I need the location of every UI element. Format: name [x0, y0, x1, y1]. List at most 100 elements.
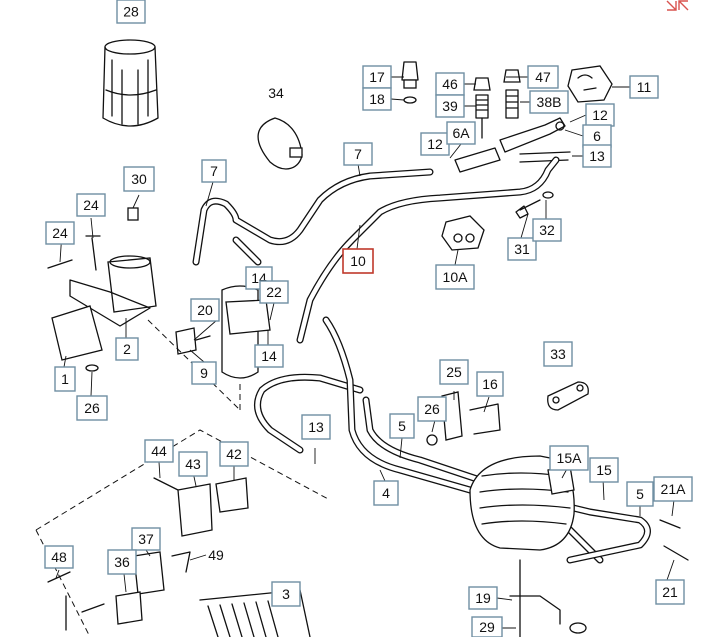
- callout-3[interactable]: 3: [271, 581, 301, 607]
- svg-text:12: 12: [592, 107, 608, 123]
- callout-2[interactable]: 2: [115, 337, 139, 361]
- svg-text:21A: 21A: [661, 481, 687, 497]
- callout-33[interactable]: 33: [543, 341, 573, 367]
- callout-24a[interactable]: 24: [76, 193, 106, 217]
- part-28-cap: [102, 39, 159, 127]
- part-6-clip: [454, 117, 571, 173]
- collapse-arrows-icon[interactable]: [666, 0, 689, 11]
- callout-42[interactable]: 42: [219, 441, 249, 467]
- callout-17[interactable]: 17: [362, 65, 392, 89]
- part-48-bolts: [47, 571, 105, 631]
- callout-6A[interactable]: 6A: [446, 121, 476, 145]
- svg-text:5: 5: [636, 486, 644, 502]
- callout-13b[interactable]: 13: [301, 414, 331, 440]
- callout-36[interactable]: 36: [107, 549, 137, 575]
- callout-19[interactable]: 19: [468, 586, 498, 610]
- svg-text:39: 39: [442, 98, 458, 114]
- callout-7a[interactable]: 7: [343, 142, 373, 166]
- callout-12b[interactable]: 12: [420, 132, 450, 156]
- part-20-switch: [175, 327, 211, 355]
- svg-text:46: 46: [442, 76, 458, 92]
- callout-11[interactable]: 11: [629, 75, 659, 99]
- callout-14b[interactable]: 14: [254, 344, 284, 368]
- svg-text:6A: 6A: [452, 125, 470, 141]
- svg-text:32: 32: [539, 222, 555, 238]
- svg-text:47: 47: [535, 69, 551, 85]
- callout-44[interactable]: 44: [144, 439, 174, 463]
- svg-text:48: 48: [51, 549, 67, 565]
- svg-text:10: 10: [350, 253, 366, 269]
- callout-12a[interactable]: 12: [585, 103, 615, 127]
- svg-text:24: 24: [52, 225, 68, 241]
- callout-46[interactable]: 46: [435, 72, 465, 96]
- svg-text:21: 21: [662, 584, 678, 600]
- svg-text:4: 4: [382, 485, 390, 501]
- svg-text:36: 36: [114, 554, 130, 570]
- svg-text:28: 28: [123, 4, 139, 20]
- svg-text:9: 9: [200, 365, 208, 381]
- dashed-outline-left: [35, 429, 331, 637]
- svg-text:19: 19: [475, 590, 491, 606]
- callout-28[interactable]: 28: [116, 0, 146, 24]
- pipe-4: [322, 316, 604, 564]
- svg-text:30: 30: [131, 171, 147, 187]
- callout-7b[interactable]: 7: [201, 159, 227, 183]
- pipe-7: [192, 168, 434, 266]
- callout-15A[interactable]: 15A: [549, 445, 589, 471]
- label-34: 34: [268, 85, 284, 101]
- callout-31[interactable]: 31: [507, 237, 537, 261]
- callout-48[interactable]: 48: [44, 545, 74, 569]
- callout-43[interactable]: 43: [178, 451, 208, 477]
- callout-18[interactable]: 18: [362, 87, 392, 111]
- svg-text:1: 1: [61, 371, 69, 387]
- callout-6[interactable]: 6: [582, 124, 612, 148]
- callout-16[interactable]: 16: [476, 371, 504, 397]
- svg-text:16: 16: [482, 376, 498, 392]
- callout-5b[interactable]: 5: [626, 481, 654, 507]
- callout-20[interactable]: 20: [190, 298, 220, 322]
- part-19-bracket: [509, 559, 587, 637]
- svg-text:22: 22: [266, 284, 282, 300]
- part-11-bracket: [567, 65, 613, 103]
- part-17-valve: [401, 61, 419, 104]
- callout-39[interactable]: 39: [435, 94, 465, 118]
- part-34-cable-tie: [257, 117, 303, 170]
- callout-47[interactable]: 47: [527, 65, 559, 89]
- callout-25[interactable]: 25: [439, 359, 469, 385]
- callout-13a[interactable]: 13: [582, 144, 612, 168]
- callout-37[interactable]: 37: [131, 527, 161, 551]
- callout-29[interactable]: 29: [471, 616, 503, 637]
- callout-1[interactable]: 1: [54, 366, 76, 392]
- callout-15[interactable]: 15: [589, 457, 619, 483]
- callout-9[interactable]: 9: [191, 361, 217, 385]
- svg-text:15: 15: [596, 462, 612, 478]
- part-compressor: [469, 455, 575, 551]
- callout-21[interactable]: 21: [655, 579, 685, 605]
- svg-text:7: 7: [354, 146, 362, 162]
- callout-5a[interactable]: 5: [389, 413, 415, 439]
- label-49: 49: [208, 547, 224, 563]
- callout-21A[interactable]: 21A: [653, 476, 693, 502]
- svg-text:15A: 15A: [557, 450, 583, 466]
- svg-text:12: 12: [427, 136, 443, 152]
- callout-10[interactable]: 10: [342, 248, 374, 274]
- callout-26b[interactable]: 26: [417, 396, 447, 422]
- callout-32[interactable]: 32: [532, 218, 562, 242]
- callout-4[interactable]: 4: [373, 480, 399, 506]
- callout-38B[interactable]: 38B: [529, 90, 569, 114]
- callout-26a[interactable]: 26: [76, 395, 108, 421]
- svg-text:43: 43: [185, 456, 201, 472]
- callout-30[interactable]: 30: [123, 166, 155, 192]
- svg-text:2: 2: [123, 341, 131, 357]
- callout-10A[interactable]: 10A: [435, 264, 475, 290]
- part-47-cap: [503, 69, 521, 119]
- svg-text:25: 25: [446, 364, 462, 380]
- part-46-cap: [473, 77, 491, 139]
- svg-text:6: 6: [593, 128, 601, 144]
- svg-text:29: 29: [479, 619, 495, 635]
- callout-24b[interactable]: 24: [45, 221, 75, 245]
- svg-text:20: 20: [197, 302, 213, 318]
- part-21-bolts: [659, 519, 689, 561]
- callout-22[interactable]: 22: [259, 280, 289, 304]
- leader-lines: [55, 76, 675, 629]
